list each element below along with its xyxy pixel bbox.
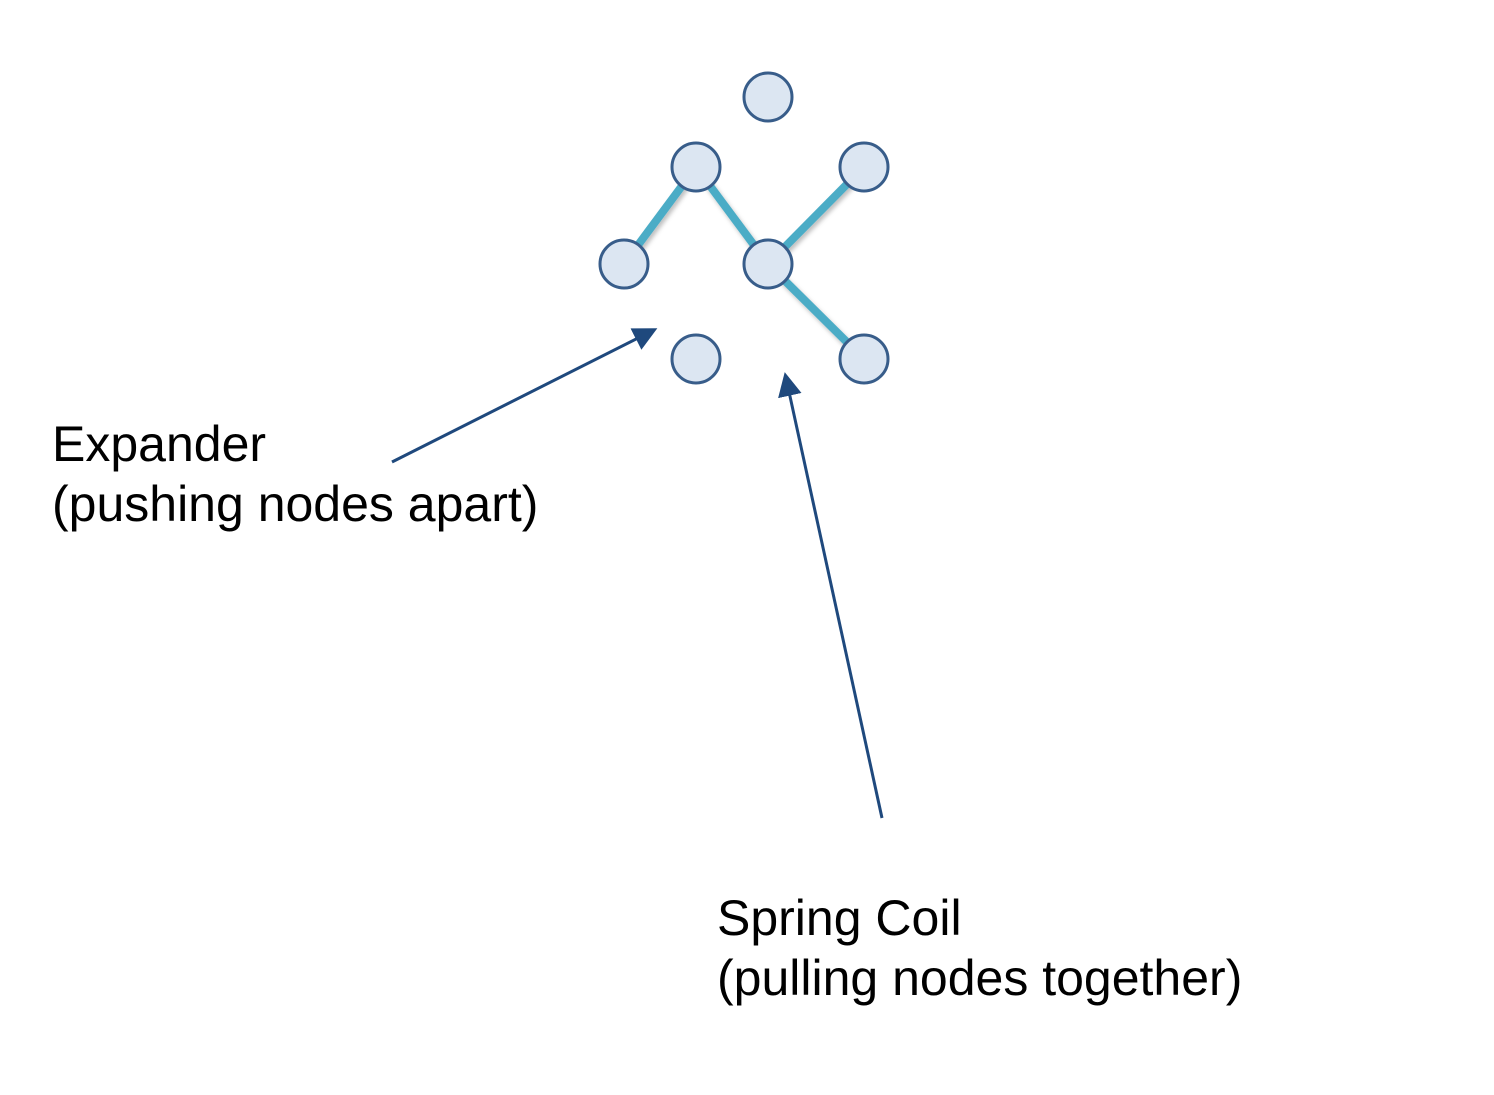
spring-coil-label: Spring Coil (pulling nodes together) bbox=[717, 888, 1242, 1008]
node-upper-right bbox=[838, 141, 890, 193]
expander-label: Expander (pushing nodes apart) bbox=[52, 414, 538, 534]
expander-arrow bbox=[391, 328, 658, 464]
spring-coil-arrow bbox=[778, 372, 884, 819]
edges-layer bbox=[620, 97, 868, 363]
nodes-layer bbox=[598, 71, 890, 385]
node-center bbox=[742, 238, 794, 290]
spring-coil-subtitle: (pulling nodes together) bbox=[717, 950, 1243, 1006]
expander-title: Expander bbox=[52, 416, 267, 472]
expander-subtitle: (pushing nodes apart) bbox=[52, 476, 539, 532]
node-upper-left bbox=[670, 141, 722, 193]
node-top bbox=[742, 71, 794, 123]
spring-coil-title: Spring Coil bbox=[717, 890, 962, 946]
node-bottom-left bbox=[670, 333, 722, 385]
node-bottom-right bbox=[838, 333, 890, 385]
node-left bbox=[598, 238, 650, 290]
